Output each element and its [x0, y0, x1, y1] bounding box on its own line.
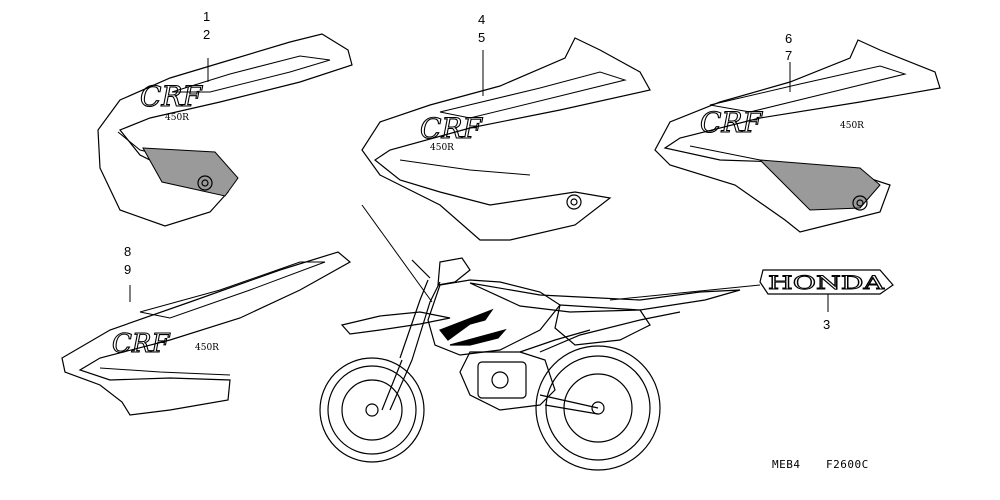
motorcycle-illustration — [319, 257, 741, 471]
callout-3: 3 — [823, 317, 831, 332]
decal-logo-crf: CRF — [420, 112, 484, 145]
frame — [459, 351, 556, 411]
side-number-panel — [554, 304, 651, 346]
seat — [469, 282, 741, 313]
decal-logo-crf: CRF — [112, 329, 170, 359]
figure-code: F2600C — [826, 458, 869, 471]
front-fender — [340, 311, 451, 335]
honda-emblem-decal: HONDA — [759, 269, 894, 295]
decal-logo-450: 450R — [430, 143, 454, 153]
decal-shroud-right-6-7: CRF 450R — [654, 39, 941, 233]
callout-4: 4 — [478, 12, 486, 27]
exhaust — [539, 311, 681, 353]
swingarm — [539, 394, 599, 415]
leader-lines — [129, 50, 829, 312]
honda-emblem-text: HONDA — [768, 272, 884, 294]
callout-7: 7 — [785, 48, 793, 63]
decal-logo-450: 450R — [165, 113, 189, 123]
callout-1: 1 — [203, 9, 211, 24]
decal-shroud-left-1-2: CRF 450R — [97, 33, 353, 227]
callout-9: 9 — [124, 262, 132, 277]
decal-logo-450: 450R — [840, 121, 864, 131]
model-code: MEB4 — [772, 458, 801, 471]
engine — [477, 361, 527, 399]
callout-6: 6 — [785, 31, 793, 46]
callout-2: 2 — [203, 27, 211, 42]
decal-tank-8-9: CRF 450R — [61, 251, 352, 416]
fuel-tank-shroud — [427, 279, 561, 356]
decal-logo-450: 450R — [195, 343, 219, 353]
decal-logo-crf: CRF — [140, 80, 204, 113]
callout-5: 5 — [478, 30, 486, 45]
front-fork — [381, 279, 441, 411]
decal-shroud-center-4-5: CRF 450R — [361, 37, 651, 241]
decal-logo-crf: CRF — [700, 106, 764, 139]
front-wheel — [319, 357, 425, 463]
callout-8: 8 — [124, 244, 132, 259]
